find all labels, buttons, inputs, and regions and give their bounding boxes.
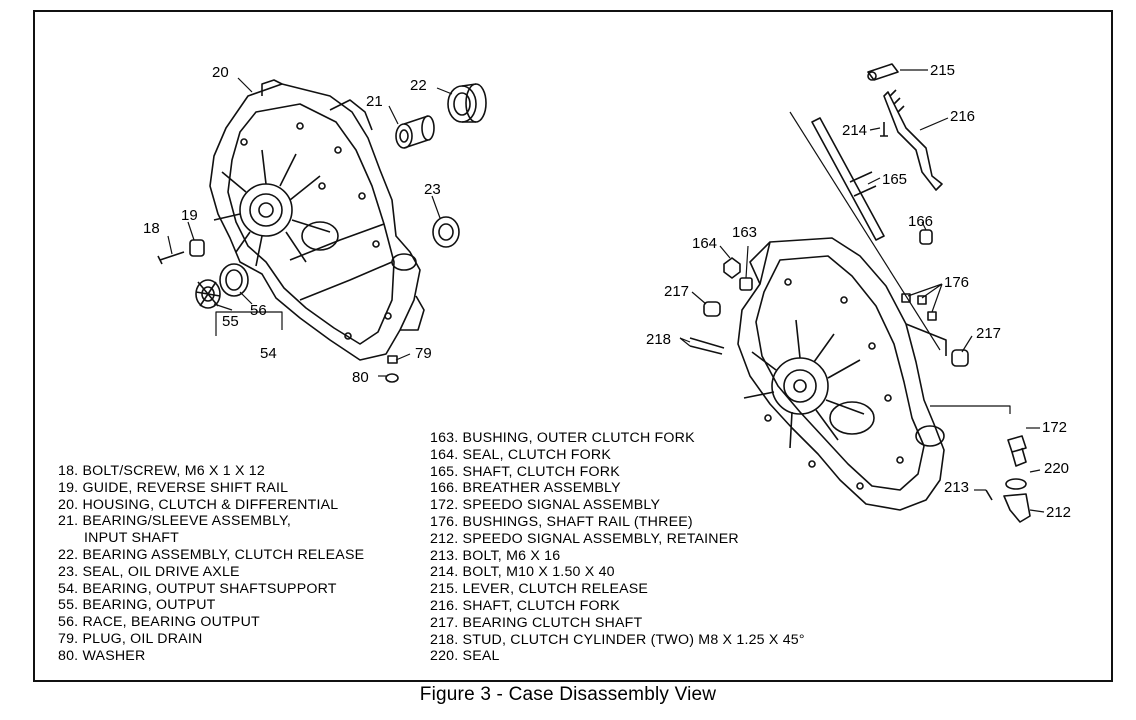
callout-217-lower: 217 — [976, 325, 1001, 342]
clutch-shaft-bearing-upper — [703, 301, 721, 317]
callout-176: 176 — [944, 274, 969, 291]
legend-item: 23. SEAL, OIL DRIVE AXLE — [58, 563, 240, 580]
oil-drain-plug — [387, 355, 398, 364]
clutch-release-lever — [867, 63, 899, 81]
legend-item: 79. PLUG, OIL DRAIN — [58, 630, 203, 647]
legend-item: 216. SHAFT, CLUTCH FORK — [430, 597, 620, 614]
callout-labels: 20 22 21 23 18 19 55 56 54 79 80 215 214… — [143, 62, 1071, 521]
callout-18: 18 — [143, 220, 160, 237]
legend-item: 163. BUSHING, OUTER CLUTCH FORK — [430, 430, 695, 446]
input-shaft-bearing-sleeve — [395, 115, 435, 149]
callout-23: 23 — [424, 181, 441, 198]
clutch-fork-seal — [723, 257, 741, 279]
callout-163: 163 — [732, 224, 757, 241]
legend-item: 54. BEARING, OUTPUT SHAFTSUPPORT — [58, 580, 337, 597]
callout-220: 220 — [1044, 460, 1069, 477]
speedo-retainer — [1003, 493, 1031, 523]
callout-80: 80 — [352, 369, 369, 386]
speedo-signal-assembly — [1007, 435, 1027, 467]
output-bearing-race — [219, 263, 249, 297]
callout-19: 19 — [181, 207, 198, 224]
legend-item: 218. STUD, CLUTCH CYLINDER (TWO) M8 X 1.… — [430, 631, 805, 648]
legend-item: 56. RACE, BEARING OUTPUT — [58, 614, 260, 631]
callout-218: 218 — [646, 331, 671, 348]
clutch-shaft-bearing-lower — [951, 349, 969, 367]
callout-217-upper: 217 — [664, 283, 689, 300]
figure-frame — [33, 10, 1113, 682]
callout-165: 165 — [882, 171, 907, 188]
legend-item: 18. BOLT/SCREW, M6 X 1 X 12 — [58, 463, 265, 479]
output-bearing — [195, 279, 221, 309]
bolt-m6-speedo — [985, 489, 993, 501]
outer-clutch-fork-bushing — [739, 277, 753, 291]
legend-item: 19. GUIDE, REVERSE SHIFT RAIL — [58, 479, 289, 496]
legend-item: 164. SEAL, CLUTCH FORK — [430, 446, 612, 463]
transmission-case — [737, 237, 947, 511]
callout-164: 164 — [692, 235, 717, 252]
clutch-fork-shaft — [811, 117, 885, 241]
legend-item: 220. SEAL — [430, 648, 500, 665]
callout-213: 213 — [944, 479, 969, 496]
legend-item: 21. BEARING/SLEEVE ASSEMBLY, — [58, 513, 291, 530]
legend-item: 55. BEARING, OUTPUT — [58, 597, 216, 614]
callout-22: 22 — [410, 77, 427, 94]
left-leader-lines — [167, 77, 453, 377]
legend-item: 214. BOLT, M10 X 1.50 X 40 — [430, 564, 615, 581]
breather-assembly — [919, 229, 933, 245]
legend-item: 165. SHAFT, CLUTCH FORK — [430, 463, 620, 480]
legend-item: 20. HOUSING, CLUTCH & DIFFERENTIAL — [58, 496, 339, 513]
callout-20: 20 — [212, 64, 229, 81]
legend-item: 213. BOLT, M6 X 16 — [430, 547, 561, 564]
legend-item: 217. BEARING CLUTCH SHAFT — [430, 614, 643, 631]
reverse-shift-rail-guide — [189, 239, 205, 257]
callout-56: 56 — [250, 302, 267, 319]
figure-caption: Figure 3 - Case Disassembly View — [419, 684, 717, 705]
legend-left: 18. BOLT/SCREW, M6 X 1 X 12 19. GUIDE, R… — [58, 463, 364, 665]
clutch-release-bearing — [447, 83, 487, 123]
drain-plug-washer — [385, 373, 399, 383]
speedo-seal — [1005, 478, 1027, 490]
clutch-cylinder-studs — [689, 337, 725, 355]
clutch-differential-housing — [209, 79, 425, 361]
drive-axle-oil-seal — [432, 216, 460, 248]
legend-item: 80. WASHER — [58, 647, 146, 664]
callout-172: 172 — [1042, 419, 1067, 436]
legend-item: 215. LEVER, CLUTCH RELEASE — [430, 581, 649, 598]
clutch-fork-shaft-upper — [883, 89, 943, 191]
legend-right: 163. BUSHING, OUTER CLUTCH FORK 164. SEA… — [430, 430, 805, 665]
legend-item: 172. SPEEDO SIGNAL ASSEMBLY — [430, 497, 661, 514]
callout-21: 21 — [366, 93, 383, 110]
legend-item: INPUT SHAFT — [84, 530, 179, 547]
legend-item: 212. SPEEDO SIGNAL ASSEMBLY, RETAINER — [430, 530, 739, 547]
legend-item: 166. BREATHER ASSEMBLY — [430, 480, 621, 497]
legend-item: 22. BEARING ASSEMBLY, CLUTCH RELEASE — [58, 546, 365, 563]
callout-54: 54 — [260, 345, 277, 362]
callout-216: 216 — [950, 108, 975, 125]
legend-item: 176. BUSHINGS, SHAFT RAIL (THREE) — [430, 513, 693, 530]
right-leader-lines — [679, 69, 1045, 513]
callout-79: 79 — [415, 345, 432, 362]
bolt-m10 — [880, 122, 888, 137]
callout-55: 55 — [222, 313, 239, 330]
bolt-m6 — [157, 251, 185, 265]
callout-166: 166 — [908, 213, 933, 230]
callout-212: 212 — [1046, 504, 1071, 521]
callout-215: 215 — [930, 62, 955, 79]
callout-214: 214 — [842, 122, 867, 139]
